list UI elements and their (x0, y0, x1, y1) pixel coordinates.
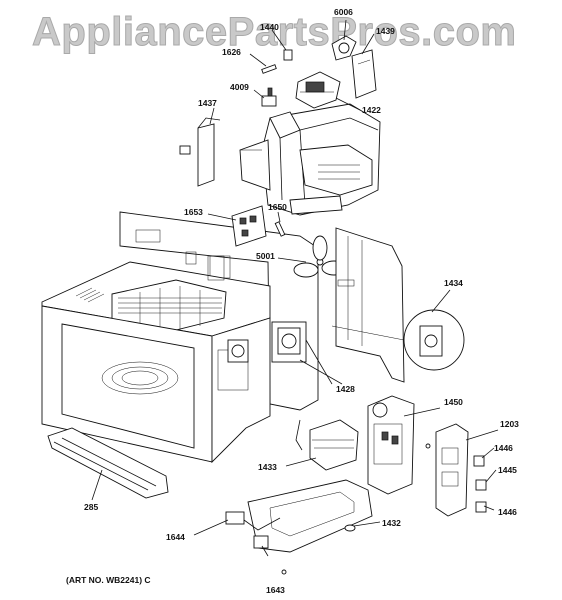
callout-1446-bottom: 1446 (498, 507, 517, 517)
base-plate-part (225, 479, 373, 575)
detail-circle-1434 (331, 309, 465, 371)
callout-1428: 1428 (336, 384, 355, 394)
callout-1653: 1653 (184, 207, 203, 217)
latch-1203-part (425, 423, 469, 517)
callout-1422: 1422 (362, 105, 381, 115)
callout-1445: 1445 (498, 465, 517, 475)
control-board-1653-part (231, 205, 267, 247)
transformer-1433-part (295, 419, 359, 471)
callout-1432: 1432 (382, 518, 401, 528)
callout-4009: 4009 (230, 82, 249, 92)
leader-lines (91, 19, 499, 557)
callout-1446-top: 1446 (494, 443, 513, 453)
callout-1439: 1439 (376, 26, 395, 36)
callout-1433: 1433 (258, 462, 277, 472)
art-number: (ART NO. WB2241) C (66, 575, 151, 585)
bracket-assembly-1450-part (367, 395, 415, 495)
bracket-1437-part (179, 117, 221, 187)
tray-285-part (47, 427, 169, 499)
switch-1446-bottom-part (475, 501, 487, 513)
switch-1445-part (475, 479, 487, 491)
callout-1643: 1643 (266, 585, 285, 595)
switch-4009-part (261, 87, 277, 107)
callout-1650: 1650 (268, 202, 287, 212)
callout-5001: 5001 (256, 251, 275, 261)
callout-1203: 1203 (500, 419, 519, 429)
bracket-1439-part (351, 49, 377, 99)
vent-hatch (75, 287, 105, 303)
clip-1440-part (283, 49, 293, 61)
magnetron-1428-part (271, 321, 333, 385)
pin-1626-part (261, 64, 277, 74)
callout-1440: 1440 (260, 22, 279, 32)
callout-1434: 1434 (444, 278, 463, 288)
callout-6006: 6006 (334, 7, 353, 17)
callout-285: 285 (84, 502, 98, 512)
heater-element-grid (118, 286, 222, 330)
callout-1450: 1450 (444, 397, 463, 407)
callout-1644: 1644 (166, 532, 185, 542)
cavity-part (41, 205, 333, 464)
switch-1446-top-part (473, 455, 485, 467)
vent-duct-part (239, 103, 381, 216)
callout-1437: 1437 (198, 98, 217, 108)
side-duct-part (335, 227, 405, 383)
callout-labels: 6006 1440 1439 1626 4009 1422 1437 1653 … (84, 7, 519, 595)
callout-1626: 1626 (222, 47, 241, 57)
thermal-switch-part (331, 35, 357, 61)
damper-motor-part (295, 71, 341, 109)
